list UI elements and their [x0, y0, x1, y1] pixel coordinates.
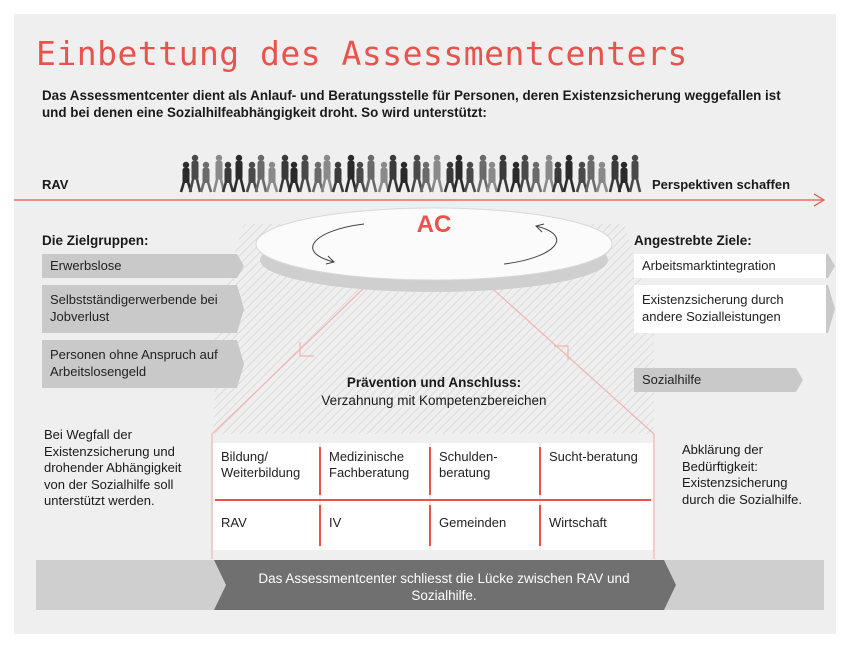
timeline-arrow [14, 193, 826, 207]
ziel-label: Sozialhilfe [634, 368, 794, 392]
ziel-item: Arbeitsmarktintegration [634, 254, 835, 278]
zielgruppe-item: Erwerbslose [42, 254, 244, 278]
grid-divider [319, 505, 321, 546]
ac-disc [255, 207, 613, 292]
zielgruppe-item: Personen ohne Anspruch auf Arbeitsloseng… [42, 340, 244, 388]
kompetenz-cell: Wirtschaft [541, 501, 653, 550]
kompetenz-cell: Schulden-beratung [431, 443, 539, 499]
ziel-label: Existenzsicherung durch andere Soziallei… [634, 285, 826, 333]
chevron-right-icon [826, 285, 835, 333]
grid-divider [215, 499, 651, 501]
kompetenz-cell: IV [321, 501, 429, 550]
chevron-right-icon [235, 254, 244, 278]
grid-divider [429, 505, 431, 546]
ziele-heading: Angestrebte Ziele: [634, 233, 752, 248]
timeline-start-label: RAV [42, 177, 69, 192]
chevron-right-icon [826, 254, 835, 278]
zielgruppe-item: Selbstständigerwerbende bei Jobverlust [42, 285, 244, 333]
down-arrow-icon [299, 342, 314, 357]
zielgruppe-label: Erwerbslose [42, 254, 235, 278]
zielgruppe-label: Selbstständigerwerbende bei Jobverlust [42, 285, 235, 333]
up-arrow-icon [554, 345, 569, 360]
people-silhouettes-illustration [179, 154, 642, 193]
ziel-item: Existenzsicherung durch andere Soziallei… [634, 285, 835, 333]
ziel-item: Sozialhilfe [634, 368, 834, 392]
praevention-subtitle: Verzahnung mit Kompetenzbereichen [321, 393, 547, 408]
grid-divider [539, 447, 541, 495]
page-title: Einbettung des Assessmentcenters [36, 34, 688, 73]
grid-divider [319, 447, 321, 495]
grid-divider [429, 447, 431, 495]
page-subtitle: Das Assessmentcenter dient als Anlauf- u… [42, 88, 781, 120]
kompetenz-cell: RAV [213, 501, 319, 550]
chevron-right-icon [794, 368, 803, 392]
zielgruppe-label: Personen ohne Anspruch auf Arbeitsloseng… [42, 340, 235, 388]
left-description: Bei Wegfall der Existenzsicherung und dr… [44, 427, 182, 508]
zielgruppen-heading: Die Zielgruppen: [42, 233, 149, 248]
ziel-label: Arbeitsmarktintegration [634, 254, 826, 278]
kompetenz-cell: Gemeinden [431, 501, 539, 550]
right-description: Abklärung der Bedürftigkeit: Existenzsic… [682, 442, 802, 507]
bottom-band [36, 560, 824, 610]
timeline-end-label: Perspektiven schaffen [652, 177, 791, 192]
ac-label: AC [416, 211, 452, 238]
kompetenz-cell: Sucht-beratung [541, 443, 653, 499]
kompetenz-cell: Bildung/ Weiterbildung [213, 443, 319, 499]
infographic-card: Einbettung des Assessmentcenters Das Ass… [14, 14, 836, 634]
kompetenz-grid: Bildung/ Weiterbildung Medizinische Fach… [213, 443, 653, 550]
praevention-title: Prävention und Anschluss: [346, 375, 522, 390]
bottom-band-text: Das Assessmentcenter schliesst die Lücke… [258, 571, 630, 603]
chevron-right-icon [235, 340, 244, 388]
grid-divider [539, 505, 541, 546]
kompetenz-cell: Medizinische Fachberatung [321, 443, 429, 499]
chevron-right-icon [235, 285, 244, 333]
